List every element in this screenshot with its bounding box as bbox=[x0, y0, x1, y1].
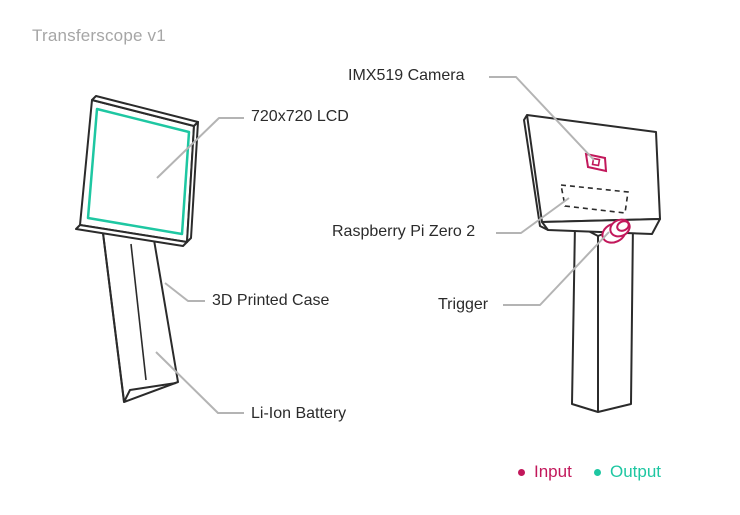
legend-output-label: Output bbox=[610, 462, 662, 481]
leader-case bbox=[164, 282, 205, 302]
label-battery: Li-Ion Battery bbox=[251, 405, 347, 422]
battery-outline bbox=[130, 243, 147, 381]
front-handle bbox=[102, 232, 179, 403]
input-dot-icon bbox=[518, 468, 525, 476]
lcd-screen bbox=[86, 107, 191, 236]
leader-lines bbox=[155, 76, 610, 414]
rear-handle bbox=[571, 219, 634, 413]
front-screen-housing bbox=[75, 95, 199, 247]
leader-battery bbox=[155, 351, 244, 414]
diagram-title: Transferscope v1 bbox=[32, 26, 166, 45]
leader-lcd bbox=[156, 117, 244, 179]
rear-view bbox=[523, 114, 661, 413]
leader-camera bbox=[489, 76, 595, 161]
legend-input: Input bbox=[518, 462, 572, 482]
output-dot-icon bbox=[594, 468, 601, 476]
legend-output: Output bbox=[594, 462, 661, 482]
label-lcd: 720x720 LCD bbox=[251, 108, 349, 125]
label-camera: IMX519 Camera bbox=[348, 67, 465, 84]
label-case: 3D Printed Case bbox=[212, 292, 330, 309]
legend-input-label: Input bbox=[534, 462, 572, 481]
label-pi: Raspberry Pi Zero 2 bbox=[332, 223, 476, 240]
leader-pi bbox=[496, 197, 570, 234]
label-trigger: Trigger bbox=[438, 296, 489, 313]
leader-trigger bbox=[503, 231, 610, 306]
raspberry-pi-outline bbox=[560, 184, 629, 214]
front-view bbox=[75, 95, 199, 403]
